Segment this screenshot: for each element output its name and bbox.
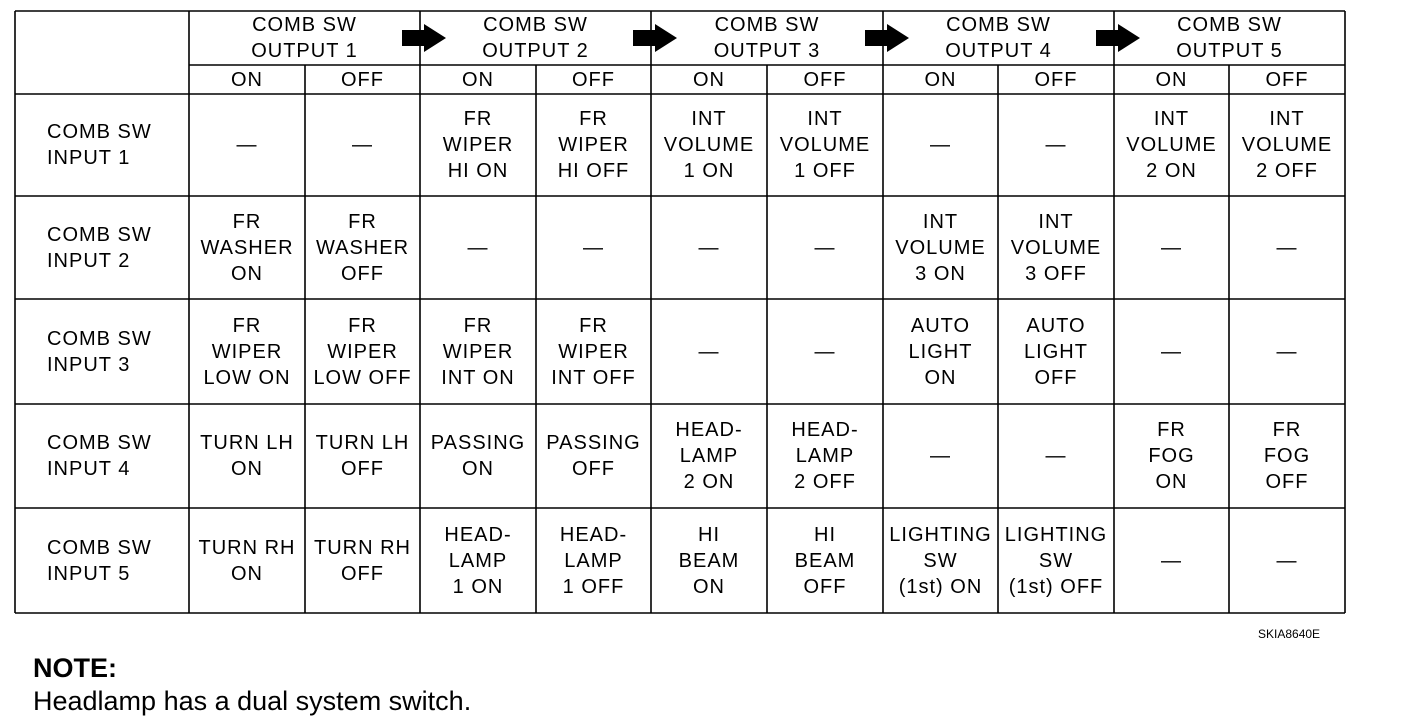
table-cell: — (930, 445, 951, 467)
on-header: ON (462, 68, 494, 91)
table-cell: FR WIPER HI ON (442, 108, 514, 182)
table-cell: — (1276, 236, 1298, 259)
table-cell: HEAD- LAMP 1 ON (444, 523, 512, 598)
right-arrow-icon (1096, 24, 1140, 52)
table-cell: — (467, 236, 489, 259)
off-header: OFF (1265, 68, 1309, 91)
table-cell: TURN RH OFF (314, 536, 411, 585)
table-cell: — (698, 236, 720, 259)
input-row-label: COMB SW INPUT 4 (47, 432, 152, 480)
table-cell: — (352, 134, 373, 156)
on-header: ON (1155, 68, 1188, 91)
table-cell: INT VOLUME 2 ON (1126, 108, 1217, 182)
table-cell: AUTO LIGHT ON (908, 314, 973, 389)
table-cell: HI BEAM ON (678, 523, 740, 598)
off-header: OFF (803, 68, 847, 91)
table-cell: FR FOG OFF (1263, 419, 1311, 493)
table-cell: FR WIPER INT ON (441, 314, 515, 389)
output-header: COMB SW OUTPUT 5 (1176, 14, 1283, 62)
on-header: ON (231, 68, 263, 91)
table-cell: — (1276, 549, 1298, 572)
table-cell: — (814, 340, 836, 363)
table-cell: — (1161, 340, 1182, 363)
output-header: COMB SW OUTPUT 3 (713, 14, 821, 62)
input-row-label: COMB SW INPUT 5 (47, 536, 152, 585)
table-cell: INT VOLUME 2 OFF (1241, 108, 1333, 182)
table-cell: INT VOLUME 3 ON (895, 210, 986, 285)
table-cell: AUTO LIGHT OFF (1024, 314, 1088, 389)
table-cell: TURN LH OFF (315, 432, 410, 480)
off-header: OFF (572, 68, 615, 91)
table-cell: FR WIPER INT OFF (551, 314, 636, 389)
table-cell: HEAD- LAMP 2 ON (675, 419, 743, 493)
output-header: COMB SW OUTPUT 1 (251, 14, 358, 62)
table-cell: — (1161, 236, 1182, 259)
table-cell: — (583, 236, 604, 259)
table-cell: — (1276, 340, 1298, 363)
table-cell: — (1161, 549, 1182, 572)
on-header: ON (693, 68, 725, 91)
table-cell: HEAD- LAMP 1 OFF (559, 523, 628, 598)
table-cell: PASSING OFF (546, 432, 641, 480)
output-header: COMB SW OUTPUT 4 (945, 14, 1052, 62)
table-cell: — (1045, 134, 1067, 156)
table-cell: FR WIPER LOW ON (203, 314, 291, 389)
output-header: COMB SW OUTPUT 2 (482, 14, 589, 62)
off-header: OFF (341, 68, 384, 91)
table-cell: TURN LH ON (200, 432, 294, 480)
input-row-label: COMB SW INPUT 3 (47, 327, 152, 376)
right-arrow-icon (865, 24, 909, 52)
table-cell: — (930, 134, 951, 156)
table-cell: FR FOG ON (1148, 419, 1195, 493)
on-header: ON (924, 68, 957, 91)
figure-id: SKIA8640E (1258, 627, 1321, 641)
table-cell: LIGHTING SW (1st) OFF (1004, 523, 1108, 598)
right-arrow-icon (633, 24, 677, 52)
table-cell: INT VOLUME 1 OFF (779, 108, 871, 182)
table-cell: — (814, 236, 836, 259)
table-cell: FR WIPER HI OFF (557, 108, 630, 182)
input-row-label: COMB SW INPUT 1 (47, 121, 152, 169)
note-title: NOTE: (33, 653, 117, 683)
table-cell: FR WASHER OFF (315, 210, 410, 285)
off-header: OFF (1034, 68, 1078, 91)
table-cell: PASSING ON (430, 432, 526, 480)
note-text: Headlamp has a dual system switch. (33, 686, 472, 716)
table-cell: HEAD- LAMP 2 OFF (791, 419, 859, 493)
table-cell: TURN RH ON (198, 536, 296, 585)
table-cell: — (698, 340, 720, 363)
table-cell: HI BEAM OFF (794, 523, 856, 598)
table-cell: — (1045, 445, 1067, 467)
input-row-label: COMB SW INPUT 2 (47, 223, 152, 272)
table-cell: LIGHTING SW (1st) ON (889, 523, 992, 598)
table-cell: — (236, 134, 258, 156)
right-arrow-icon (402, 24, 446, 52)
table-cell: INT VOLUME 1 ON (663, 108, 755, 182)
table-cell: FR WASHER ON (200, 210, 294, 285)
table-cell: INT VOLUME 3 OFF (1010, 210, 1102, 285)
table-cell: FR WIPER LOW OFF (313, 314, 412, 389)
